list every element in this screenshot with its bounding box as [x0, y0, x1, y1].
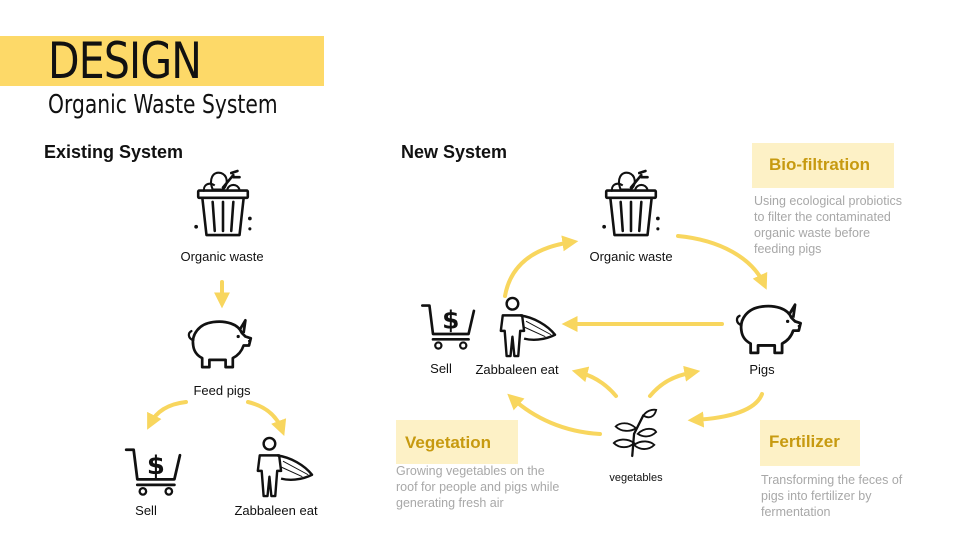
vegetation-title: Vegetation — [405, 433, 491, 452]
biofiltration-title: Bio-filtration — [769, 155, 871, 174]
arrow-vegetables-to-zabbaleen — [571, 366, 618, 398]
arrow-pigs-to-zabbaleen — [246, 400, 287, 436]
biofiltration-text: Using ecological probiotics to filter th… — [754, 194, 902, 256]
vegetation-callout-box — [396, 420, 518, 464]
vegetation-text: Growing vegetables on the roof for peopl… — [396, 464, 560, 510]
new-organic-waste-label: Organic waste — [589, 249, 673, 264]
existing-feed-pigs-label: Feed pigs — [193, 383, 251, 398]
shopping-cart-dollar-icon — [124, 448, 182, 496]
arrow-vegetables-to-people — [507, 393, 602, 436]
arrow-pigs-to-vegetables — [687, 392, 764, 428]
new-sell-label: Sell — [430, 361, 452, 376]
arrow-waste-to-pigs — [676, 234, 768, 290]
pig-icon — [187, 318, 253, 369]
existing-organic-waste-label: Organic waste — [180, 249, 264, 264]
fertilizer-text: Transforming the feces of pigs into fert… — [761, 473, 903, 519]
new-vegetables-label: vegetables — [609, 472, 663, 484]
plant-icon — [612, 408, 658, 458]
new-system-heading: New System — [401, 142, 508, 162]
fertilizer-title: Fertilizer — [769, 432, 840, 451]
trash-bin-icon — [600, 169, 662, 237]
page-subtitle: Organic Waste System — [48, 90, 278, 120]
trash-bin-icon — [192, 169, 254, 237]
pig-icon — [735, 303, 803, 355]
arrow-pigs-to-sell — [147, 400, 188, 430]
new-pigs-label: Pigs — [749, 362, 775, 377]
title-highlight-bar — [0, 36, 324, 86]
fertilizer-callout-box — [760, 420, 860, 466]
existing-sell-label: Sell — [135, 503, 157, 518]
biofiltration-callout-box — [752, 143, 894, 188]
arrow-vegetables-to-pigs — [648, 365, 701, 398]
existing-zabbaleen-eat-label: Zabbaleen eat — [234, 503, 318, 518]
shopping-cart-dollar-icon — [420, 304, 476, 350]
caped-person-icon — [256, 436, 314, 498]
existing-system-heading: Existing System — [44, 142, 184, 162]
arrow-zabbaleen-to-waste — [503, 235, 579, 298]
page-title: DESIGN — [48, 32, 202, 90]
new-zabbaleen-eat-label: Zabbaleen eat — [475, 362, 559, 377]
caped-person-icon — [499, 296, 557, 358]
